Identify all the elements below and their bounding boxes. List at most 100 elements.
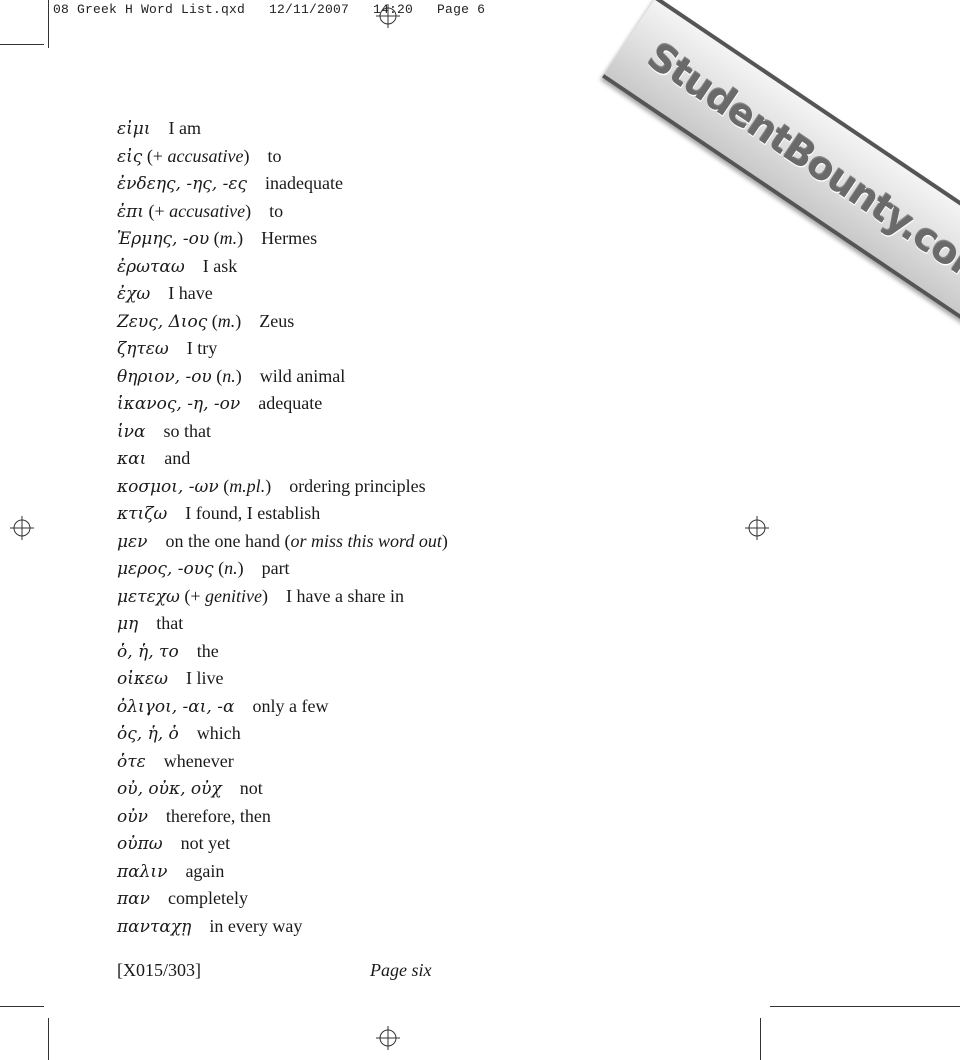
english-meaning: to (269, 200, 284, 221)
vocab-entry: ὁ, ἡ, το the (117, 638, 448, 666)
english-meaning: therefore, then (165, 805, 271, 826)
english-meaning: I have (168, 283, 213, 303)
vocab-entry: ὀλιγοι, -αι, -α only a few (117, 693, 448, 721)
vocab-entry: Ἑρμης, -ου (m.)Hermes (117, 225, 448, 253)
greek-word: οὐ, οὐκ, οὐχ (117, 779, 222, 799)
vocab-entry: ἱνα so that (117, 418, 448, 446)
crop-mark-top-left (48, 0, 49, 48)
english-meaning: part (261, 558, 290, 578)
english-meaning: completely (168, 888, 248, 908)
english-meaning: the (196, 640, 219, 661)
vocab-entry: μετεχω (+ genitive) I have a share in (117, 583, 448, 611)
greek-word: μερος, -ους (117, 559, 214, 579)
vocab-entry: παλιν again (117, 858, 448, 886)
greek-word: παλιν (117, 861, 168, 882)
registration-mark-top (376, 4, 400, 28)
vocab-entry: Ζευς, Διος (m.)Zeus (117, 308, 448, 336)
greek-word: πανταχῃ (117, 916, 192, 937)
file-slug: 08 Greek H Word List.qxd 12/11/2007 14:2… (53, 2, 486, 17)
english-meaning: so that (163, 420, 211, 441)
exam-code: [X015/303] (117, 960, 201, 980)
english-meaning: which (196, 723, 241, 743)
watermark-text: StudentBounty.com (639, 33, 960, 297)
grammar-note: (+ accusative) (146, 145, 250, 166)
grammar-note: (n.) (216, 365, 242, 386)
vocab-entry: εἰς (+ accusative) to (117, 143, 448, 171)
greek-word: μη (117, 614, 139, 634)
greek-word: θηριον, -ου (117, 366, 212, 387)
vocab-entry: οὐ, οὐκ, οὐχ not (117, 775, 448, 803)
greek-word: ἐπι (117, 201, 144, 222)
greek-word: κοσμοι, -ων (117, 476, 219, 497)
english-meaning: to (267, 145, 282, 166)
english-meaning: I live (186, 668, 224, 688)
english-meaning: in every way (209, 915, 303, 936)
english-meaning: I ask (202, 255, 238, 276)
greek-word: οἰκεω (117, 669, 169, 689)
greek-word: Ἑρμης, -ου (117, 229, 210, 249)
english-meaning: Zeus (259, 310, 295, 331)
vocab-entry: ἐρωταω I ask (117, 253, 448, 281)
english-meaning: I have a share in (286, 585, 404, 606)
greek-word: ἐρωταω (117, 256, 185, 277)
registration-mark-left (10, 516, 34, 540)
vocab-entry: ἐπι (+ accusative) to (117, 198, 448, 226)
english-meaning: adequate (258, 393, 323, 413)
greek-word: ὀλιγοι, -αι, -α (117, 696, 235, 717)
vocab-entry: μερος, -ους (n.)part (117, 555, 448, 583)
vocab-entry: κοσμοι, -ων (m.pl.) ordering principles (117, 473, 448, 501)
english-meaning: on the one hand (or miss this word out) (165, 530, 448, 551)
greek-word: Ζευς, Διος (117, 311, 208, 332)
english-meaning: not (239, 778, 263, 798)
greek-word: ὁ, ἡ, το (117, 641, 179, 662)
crop-mark-left-top (0, 44, 44, 45)
vocab-entry: ἱκανος, -η, -ον adequate (117, 390, 448, 418)
english-meaning: I am (168, 118, 201, 138)
grammar-note: (+ genitive) (184, 585, 269, 606)
grammar-note: (+ accusative) (148, 200, 252, 221)
greek-word: ὁτε (117, 751, 146, 772)
vocab-entry: ἐχω I have (117, 280, 448, 308)
greek-word: ἐχω (117, 284, 151, 304)
english-meaning: inadequate (264, 173, 343, 193)
greek-word: ἱκανος, -η, -ον (117, 394, 241, 414)
greek-word: εἰς (117, 146, 143, 167)
crop-mark-left-bottom (0, 1006, 44, 1007)
vocab-entry: οἰκεω I live (117, 665, 448, 693)
english-meaning: not yet (180, 833, 231, 853)
vocab-entry: παν completely (117, 885, 448, 913)
greek-word: κτιζω (117, 504, 168, 524)
english-meaning: I try (186, 338, 218, 358)
english-meaning: only a few (252, 695, 329, 716)
english-meaning: ordering principles (289, 475, 426, 496)
vocab-entry: πανταχῃ in every way (117, 913, 448, 941)
greek-word: παν (117, 889, 150, 909)
page-number: Page six (370, 960, 432, 980)
greek-word: και (117, 449, 147, 469)
crop-mark-right-bottom (770, 1006, 960, 1007)
grammar-note: (m.) (213, 228, 244, 248)
english-meaning: I found, I establish (185, 503, 321, 523)
english-meaning: again (185, 860, 225, 881)
vocab-entry: κτιζω I found, I establish (117, 500, 448, 528)
greek-word: ἱνα (117, 421, 146, 442)
english-meaning: whenever (163, 750, 234, 771)
greek-word: ὁς, ἡ, ὁ (117, 724, 179, 744)
vocab-entry: ὁτε whenever (117, 748, 448, 776)
vocab-entry: ὁς, ἡ, ὁ which (117, 720, 448, 748)
registration-mark-right (745, 516, 769, 540)
english-meaning: and (164, 448, 191, 468)
grammar-note: (m.pl.) (223, 475, 272, 496)
watermark-banner: StudentBounty.com (601, 0, 960, 335)
greek-word: μετεχω (117, 586, 180, 607)
crop-mark-bottom-right (760, 1018, 761, 1060)
